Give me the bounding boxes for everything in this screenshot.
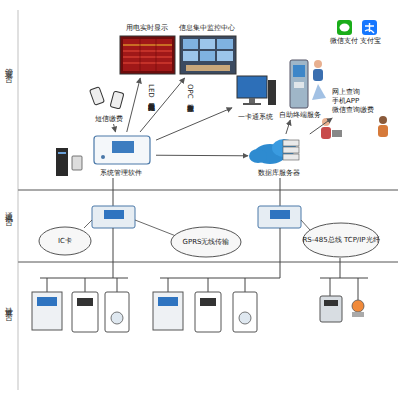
node-label: GPRS无线传输 bbox=[183, 238, 230, 247]
network-cloud: RS-485总线 TCP/IP光纤 bbox=[302, 222, 380, 258]
band-divider bbox=[18, 262, 398, 263]
system-node: 网上查询 手机APP 微信查询缴费 bbox=[332, 84, 380, 118]
cloud-outline bbox=[171, 227, 241, 257]
payment-label: 微信支付 bbox=[328, 37, 360, 46]
wire bbox=[113, 178, 114, 206]
system-node: 系统管理软件 bbox=[86, 132, 156, 178]
meter-group bbox=[153, 292, 257, 332]
platform-label: 计量平台 bbox=[4, 300, 13, 308]
payment-label: 支付宝 bbox=[357, 37, 383, 46]
wire bbox=[84, 220, 92, 228]
platform-label: 通讯平台 bbox=[4, 205, 13, 213]
band-axis bbox=[18, 10, 19, 390]
led-screen bbox=[120, 36, 175, 74]
node-label: RS-485总线 TCP/IP光纤 bbox=[302, 236, 379, 245]
computer bbox=[237, 76, 276, 105]
gas-meter bbox=[320, 296, 364, 322]
node-label: 信息集中监控中心 bbox=[179, 24, 235, 33]
bus-line bbox=[40, 278, 128, 279]
wechat-pay-icon bbox=[337, 20, 352, 35]
system-node: 数据库服务器 bbox=[248, 134, 310, 178]
wechat-pay-icon bbox=[340, 24, 350, 32]
server-tower bbox=[56, 148, 82, 176]
bus-line bbox=[340, 258, 341, 278]
management-terminal bbox=[94, 136, 150, 164]
system-node: 短信缴费 bbox=[86, 86, 132, 124]
system-node: 用电实时显示 bbox=[118, 24, 176, 78]
platform-label: 管理平台 bbox=[4, 62, 13, 70]
connector-arrow bbox=[140, 78, 185, 132]
alipay-icon bbox=[365, 23, 374, 33]
node-label: 短信缴费 bbox=[95, 115, 123, 124]
meter-group bbox=[32, 292, 129, 332]
alipay-icon bbox=[362, 20, 377, 35]
data-concentrator bbox=[92, 206, 135, 228]
bus-line bbox=[280, 228, 281, 278]
node-label: 一卡通系统 bbox=[238, 113, 273, 122]
wire bbox=[135, 220, 176, 236]
connector-arrow bbox=[156, 108, 232, 140]
monitoring-center bbox=[180, 36, 236, 74]
bus-line bbox=[160, 278, 280, 279]
edge-label: LED大屏幕共电实时显示服务 bbox=[147, 84, 155, 132]
bus-line bbox=[113, 228, 114, 278]
data-concentrator bbox=[258, 206, 301, 228]
connector-arrow bbox=[114, 124, 116, 132]
users bbox=[312, 60, 388, 139]
cloud-outline bbox=[39, 227, 91, 255]
node-label: 系统管理软件 bbox=[100, 169, 142, 178]
connector-arrow bbox=[127, 78, 141, 132]
band-divider bbox=[18, 190, 398, 191]
cloud-outline bbox=[303, 223, 379, 257]
database-server bbox=[249, 139, 299, 164]
node-label: 自助终端服务 bbox=[279, 111, 321, 120]
connector-arrow bbox=[286, 120, 290, 134]
bus-line bbox=[320, 278, 368, 279]
network-cloud: IC卡 bbox=[38, 226, 92, 256]
node-label: 网上查询 手机APP 微信查询缴费 bbox=[332, 88, 380, 115]
network-cloud: GPRS无线传输 bbox=[170, 226, 242, 258]
system-node: 信息集中监控中心 bbox=[176, 24, 238, 78]
node-label: IC卡 bbox=[58, 237, 72, 246]
node-label: 用电实时显示 bbox=[126, 24, 168, 33]
wire bbox=[301, 220, 310, 230]
edge-label: OPC数据发布服务 bbox=[186, 84, 194, 132]
system-node: 自助终端服务 bbox=[278, 58, 322, 120]
connector-arrow bbox=[310, 118, 332, 134]
self-service-kiosk bbox=[290, 60, 308, 108]
system-node: 一卡通系统 bbox=[232, 74, 278, 122]
wire bbox=[280, 178, 281, 206]
node-label: 数据库服务器 bbox=[258, 169, 300, 178]
mobile-phones bbox=[90, 87, 124, 109]
connector-arrow bbox=[156, 155, 248, 157]
